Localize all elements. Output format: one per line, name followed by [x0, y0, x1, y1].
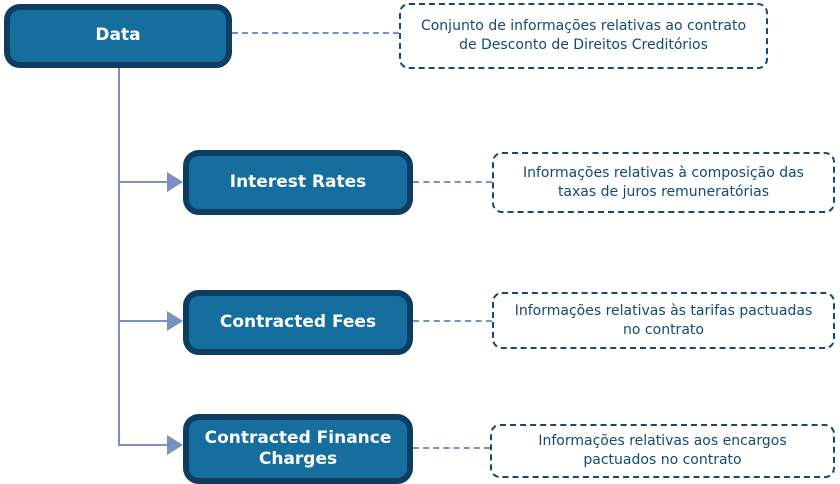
arrowhead-icon [167, 311, 183, 331]
node-interest-rates-label: Interest Rates [229, 171, 367, 192]
arrowhead-icon [167, 172, 183, 192]
node-contracted-finance-charges-label: Contracted Finance Charges [204, 427, 392, 469]
node-contracted-fees: Contracted Fees [183, 290, 413, 355]
dashed-connector-fees-note [413, 320, 492, 322]
branch-line-contracted-fees [119, 320, 170, 322]
note-data-text: Conjunto de informações relativas ao con… [420, 18, 747, 53]
note-interest-rates: Informações relativas à composição das t… [492, 152, 835, 213]
note-contracted-fees-text: Informações relativas às tarifas pactuad… [514, 302, 813, 338]
tree-vertical-connector-line [118, 68, 120, 446]
dashed-connector-charges-note [413, 447, 490, 449]
branch-line-contracted-finance-charges [119, 444, 170, 446]
dashed-connector-data-note [232, 32, 399, 34]
node-data-label: Data [95, 25, 141, 46]
arrowhead-icon [167, 435, 183, 455]
note-contracted-finance-charges-text: Informações relativas aos encargos pactu… [538, 433, 787, 468]
branch-line-interest-rates [119, 181, 170, 183]
node-contracted-finance-charges: Contracted Finance Charges [183, 414, 413, 484]
note-data: Conjunto de informações relativas ao con… [399, 3, 768, 69]
node-data: Data [4, 4, 232, 68]
node-interest-rates: Interest Rates [183, 150, 413, 215]
dashed-connector-interest-note [413, 181, 492, 183]
note-interest-rates-text: Informações relativas à composição das t… [523, 164, 804, 200]
node-contracted-fees-label: Contracted Fees [219, 311, 377, 332]
note-contracted-finance-charges: Informações relativas aos encargos pactu… [490, 424, 835, 478]
note-contracted-fees: Informações relativas às tarifas pactuad… [492, 292, 835, 349]
